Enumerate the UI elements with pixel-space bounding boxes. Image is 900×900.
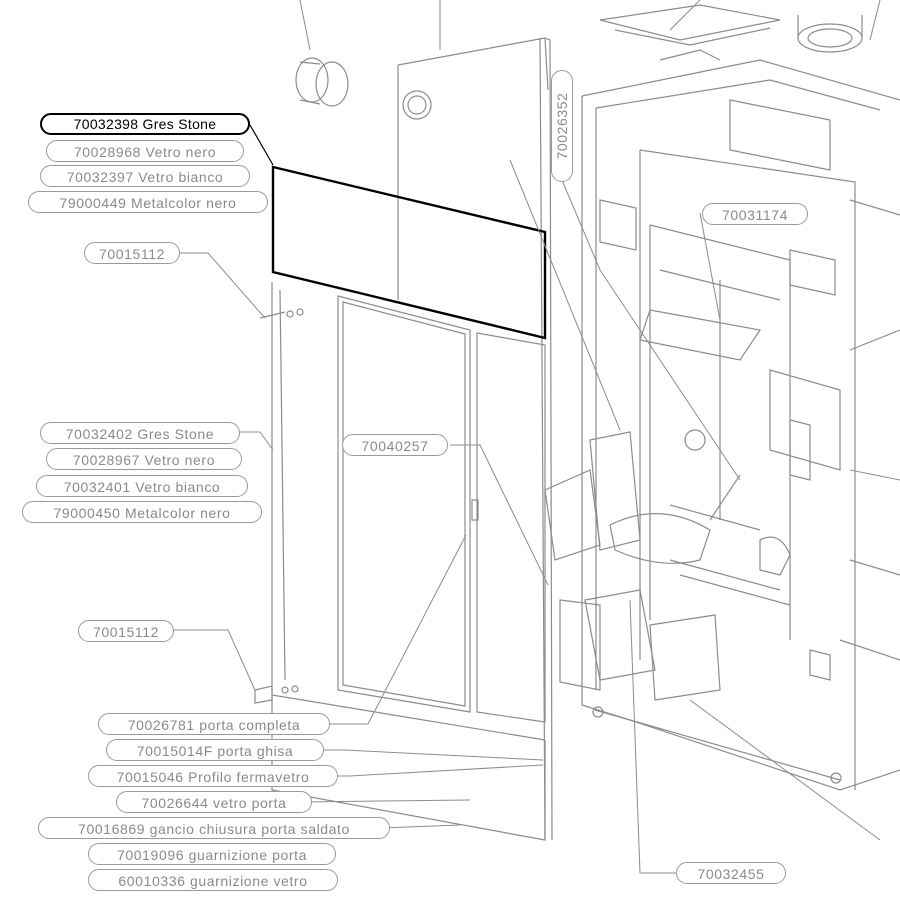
part-label-70016869-gancio-chiusura[interactable]: 70016869 gancio chiusura porta saldato bbox=[38, 817, 390, 839]
highlighted-top-panel bbox=[271, 165, 547, 340]
part-label-70015112-lower[interactable]: 70015112 bbox=[78, 620, 174, 642]
part-label-70026781-porta-completa[interactable]: 70026781 porta completa bbox=[98, 713, 330, 735]
part-label-70026644-vetro-porta[interactable]: 70026644 vetro porta bbox=[116, 791, 312, 813]
part-label-70015046-profilo-fermavetro[interactable]: 70015046 Profilo fermavetro bbox=[88, 765, 338, 787]
part-label-70040257[interactable]: 70040257 bbox=[342, 434, 448, 456]
part-label-70019096-guarnizione-porta[interactable]: 70019096 guarnizione porta bbox=[88, 843, 336, 865]
part-label-70028967-vetro-nero[interactable]: 70028967 Vetro nero bbox=[46, 448, 242, 470]
door-assembly bbox=[254, 282, 546, 841]
part-label-70026352[interactable]: 70026352 bbox=[551, 70, 573, 182]
part-label-70032401-vetro-bianco[interactable]: 70032401 Vetro bianco bbox=[36, 475, 248, 497]
part-label-70032402-gres-stone[interactable]: 70032402 Gres Stone bbox=[40, 422, 240, 444]
cylinder-part bbox=[295, 57, 349, 107]
part-label-60010336-guarnizione-vetro[interactable]: 60010336 guarnizione vetro bbox=[88, 869, 338, 891]
stove-body bbox=[544, 4, 900, 791]
part-label-79000450-metalcolor-nero[interactable]: 79000450 Metalcolor nero bbox=[22, 501, 262, 523]
part-label-70028968-vetro-nero[interactable]: 70028968 Vetro nero bbox=[46, 140, 244, 162]
part-label-70032398-gres-stone[interactable]: 70032398 Gres Stone bbox=[40, 113, 250, 135]
part-label-70015014f-porta-ghisa[interactable]: 70015014F porta ghisa bbox=[106, 739, 324, 761]
part-label-70015112-upper[interactable]: 70015112 bbox=[84, 242, 180, 264]
leader-lines bbox=[172, 0, 900, 874]
part-label-70032455[interactable]: 70032455 bbox=[676, 862, 786, 884]
part-label-70031174[interactable]: 70031174 bbox=[702, 203, 808, 225]
part-label-70032397-vetro-bianco[interactable]: 70032397 Vetro bianco bbox=[40, 165, 250, 187]
part-label-79000449-metalcolor-nero[interactable]: 79000449 Metalcolor nero bbox=[28, 191, 268, 213]
side-panel bbox=[397, 37, 553, 841]
